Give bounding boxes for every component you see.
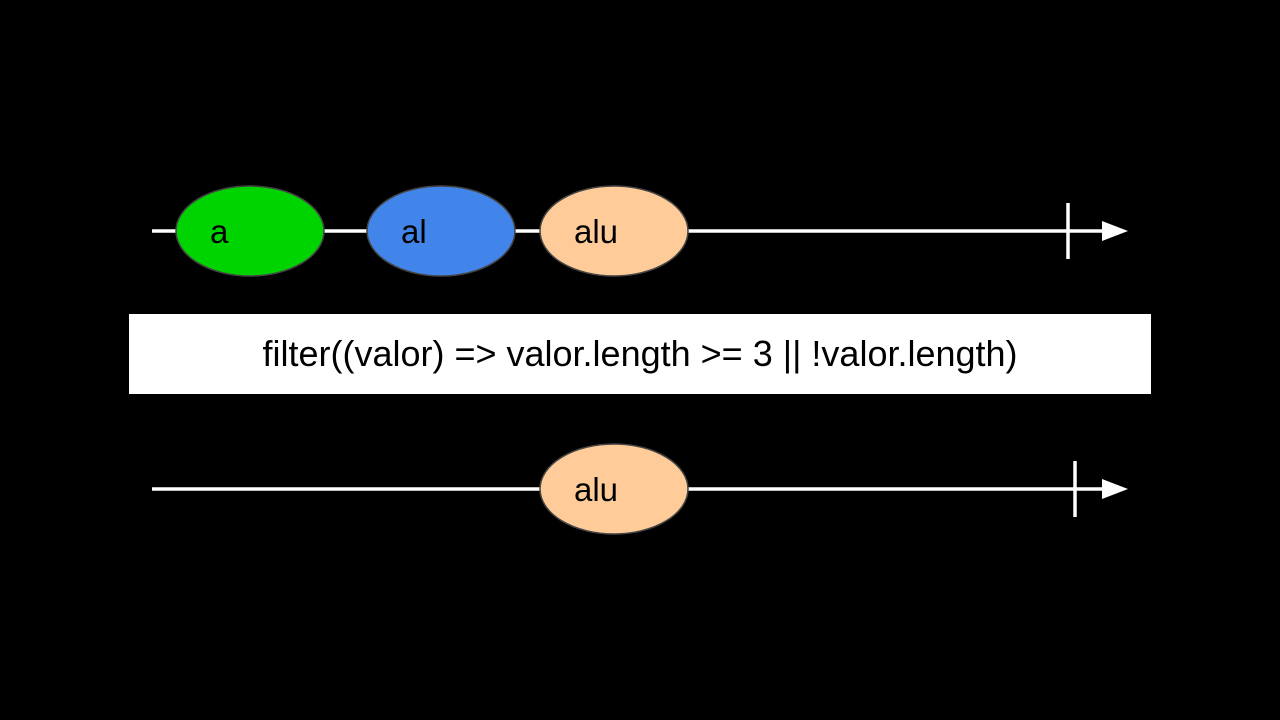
source-marble-alu: alu (539, 185, 689, 277)
result-marble-alu: alu (539, 443, 689, 535)
source-marble-alu-label: alu (574, 213, 618, 250)
source-marble-a: a (175, 185, 325, 277)
source-marble-al-label: al (401, 213, 427, 250)
source-marble-a-label: a (210, 213, 229, 250)
result-timeline-arrowhead (1102, 479, 1128, 499)
operator-text: filter((valor) => valor.length >= 3 || !… (262, 333, 1018, 374)
source-timeline: a al alu (152, 185, 1128, 277)
source-marble-a-shape (175, 185, 325, 277)
source-timeline-arrowhead (1102, 221, 1128, 241)
source-marble-alu-shape (539, 185, 689, 277)
source-marble-al-shape (366, 185, 516, 277)
operator-box: filter((valor) => valor.length >= 3 || !… (129, 314, 1151, 394)
result-marble-alu-label: alu (574, 471, 618, 508)
result-marble-alu-shape (539, 443, 689, 535)
source-marble-al: al (366, 185, 516, 277)
result-timeline: alu (152, 443, 1128, 535)
